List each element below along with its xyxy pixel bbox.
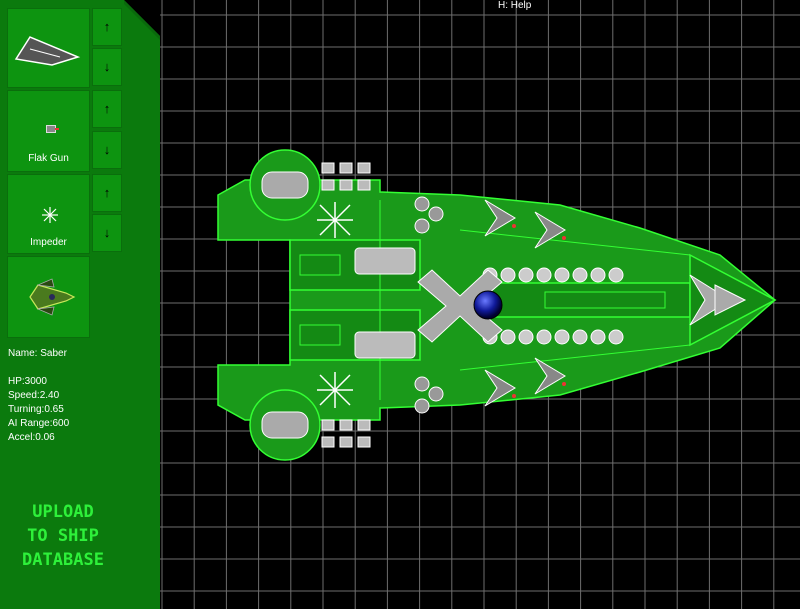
hull-icon: [14, 36, 81, 66]
impeder-down-button[interactable]: ↓: [92, 214, 122, 252]
ship-hp: HP:3000: [8, 376, 47, 387]
ship-preview-icon: [29, 278, 76, 316]
ship-preview-slot[interactable]: [7, 256, 90, 338]
hull-down-button[interactable]: ↓: [92, 48, 122, 86]
ship-accel: Accel:0.06: [8, 432, 55, 443]
help-hint: H: Help: [498, 0, 532, 11]
flak-gun-barrel-icon: [55, 128, 59, 130]
impeder-slot[interactable]: Impeder: [7, 174, 90, 254]
front-spine: [479, 282, 691, 318]
ship-turning: Turning:0.65: [8, 404, 64, 415]
ship-blueprint[interactable]: [210, 148, 782, 468]
impeder-up-button[interactable]: ↑: [92, 174, 122, 212]
side-panel: ↑ ↓ Flak Gun ↑ ↓ Impeder ↑ ↓ Name: Saber…: [0, 0, 160, 609]
ship-speed: Speed:2.40: [8, 390, 60, 401]
impeder-icon: [42, 207, 58, 223]
ship-ai-range: AI Range:600: [8, 418, 70, 429]
impeder-label: Impeder: [30, 237, 67, 248]
flak-gun-label: Flak Gun: [28, 153, 69, 164]
hull-up-button[interactable]: ↑: [92, 8, 122, 46]
flak-gun-slot[interactable]: Flak Gun: [7, 90, 90, 172]
flak-gun-up-button[interactable]: ↑: [92, 90, 122, 128]
hull-slot[interactable]: [7, 8, 90, 88]
ship-core: [473, 290, 503, 320]
ship-name: Name: Saber: [8, 348, 67, 359]
upload-to-database-button[interactable]: UPLOAD TO SHIP DATABASE: [22, 502, 104, 570]
flak-gun-down-button[interactable]: ↓: [92, 131, 122, 169]
